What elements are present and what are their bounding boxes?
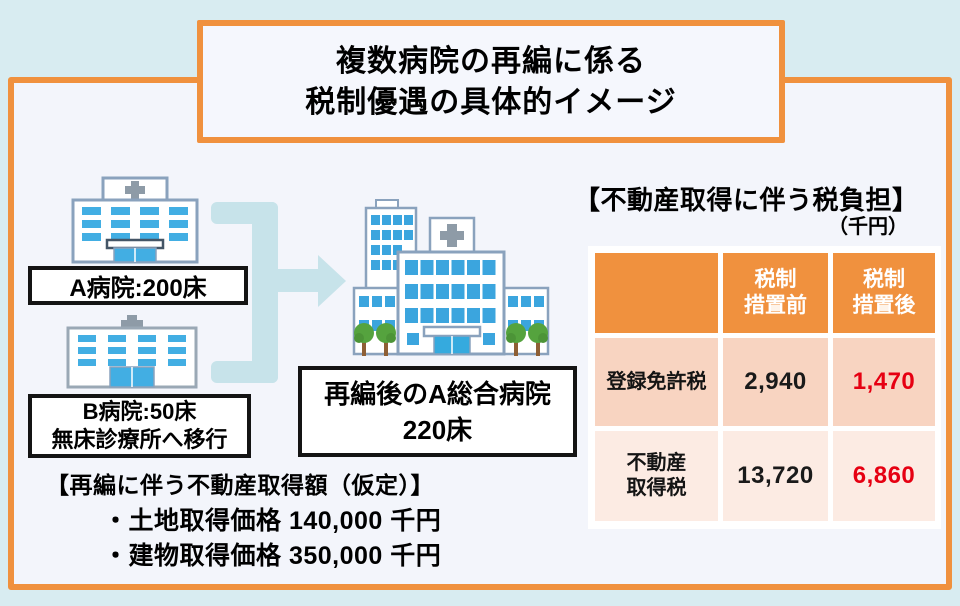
row-label-registration-tax: 登録免許税: [595, 338, 718, 426]
table-corner-cell: [595, 253, 718, 333]
tax-burden-heading: 【不動産取得に伴う税負担】: [574, 185, 919, 215]
registration-tax-before-value: 2,940: [723, 338, 828, 426]
merged-hospital-icon: [352, 199, 550, 356]
acquisition-assumption-heading: 【再編に伴う不動産取得額（仮定）】: [46, 472, 434, 498]
merge-arrow-icon: [211, 202, 346, 383]
acquisition-tax-after-value: 6,860: [833, 431, 935, 521]
registration-tax-after-value: 1,470: [833, 338, 935, 426]
page-title-line2: 税制優遇の具体的イメージ: [305, 85, 677, 119]
hospital-b-icon: [66, 315, 198, 389]
page-title-line1: 複数病院の再編に係る: [336, 44, 646, 78]
merged-hospital-label-line2: 220床: [402, 414, 473, 445]
row-label-acquisition-tax: 不動産 取得税: [595, 431, 718, 521]
building-price-item: ・建物取得価格 350,000 千円: [103, 542, 442, 570]
acquisition-tax-before-value: 13,720: [723, 431, 828, 521]
hospital-b-label: B病院:50床 無床診療所へ移行: [28, 394, 251, 458]
hospital-a-label: A病院:200床: [28, 266, 248, 305]
land-price-item: ・土地取得価格 140,000 千円: [103, 507, 442, 535]
tax-burden-table: 税制 措置前 税制 措置後 登録免許税 2,940 1,470 不動産 取得税 …: [588, 246, 941, 529]
column-header-before: 税制 措置前: [723, 253, 828, 333]
hospital-a-icon: [71, 176, 199, 264]
page-title: 複数病院の再編に係る 税制優遇の具体的イメージ: [197, 20, 785, 143]
merged-hospital-label: 再編後のA総合病院 220床: [298, 366, 577, 457]
merged-hospital-label-line1: 再編後のA総合病院: [324, 378, 551, 409]
hospital-a-label-text: A病院:200床: [69, 275, 207, 302]
hospital-b-label-line2: 無床診療所へ移行: [51, 427, 228, 452]
tax-burden-unit: （千円）: [828, 216, 908, 238]
column-header-after: 税制 措置後: [833, 253, 935, 333]
hospital-b-label-line1: B病院:50床: [82, 399, 197, 424]
